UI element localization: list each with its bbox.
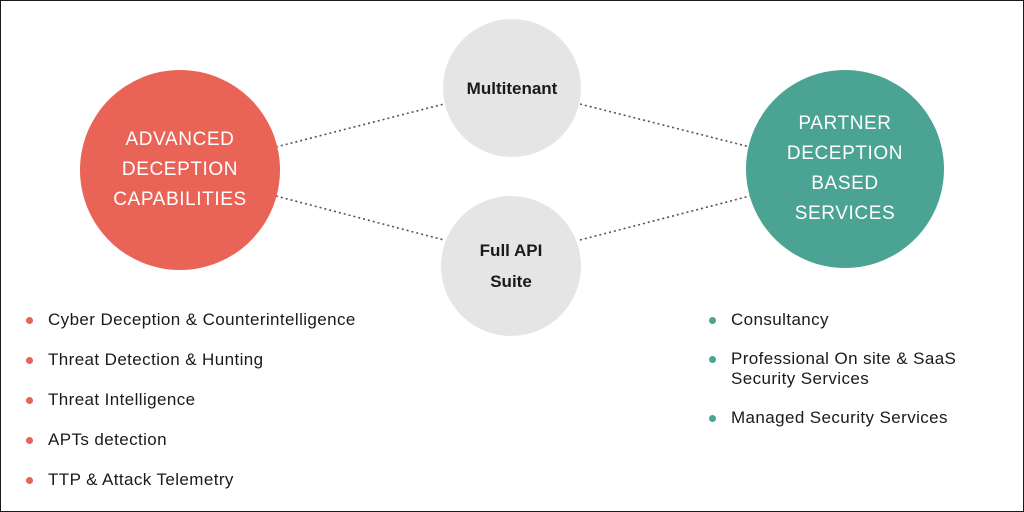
- bullet-dot: [709, 356, 716, 363]
- list-item: APTs detection: [26, 430, 356, 450]
- list-item-text: Managed Security Services: [731, 408, 948, 427]
- bullet-dot: [709, 317, 716, 324]
- capabilities-list: Cyber Deception & Counterintelligence Th…: [26, 310, 356, 510]
- list-item: Managed Security Services: [709, 408, 956, 428]
- list-item: Consultancy: [709, 310, 956, 330]
- list-item-text: Cyber Deception & Counterintelligence: [48, 310, 356, 329]
- bullet-dot: [26, 357, 33, 364]
- list-item: Professional On site & SaaS Security Ser…: [709, 349, 956, 389]
- connector-api-suite-to-right: [579, 195, 751, 241]
- advanced-deception-capabilities-label: ADVANCED DECEPTION CAPABILITIES: [113, 129, 247, 210]
- connector-left-to-multitenant: [275, 103, 445, 148]
- list-item-text: Professional On site & SaaS Security Ser…: [731, 349, 957, 388]
- advanced-deception-capabilities-node: ADVANCED DECEPTION CAPABILITIES: [80, 70, 280, 270]
- bullet-dot: [26, 437, 33, 444]
- multitenant-label: Multitenant: [466, 78, 558, 98]
- full-api-suite-node: Full API Suite: [441, 196, 581, 336]
- bullet-dot: [26, 477, 33, 484]
- partner-deception-based-services-node: PARTNER DECEPTION BASED SERVICES: [746, 70, 944, 268]
- list-item: Threat Intelligence: [26, 390, 356, 410]
- bullet-dot: [26, 397, 33, 404]
- list-item: TTP & Attack Telemetry: [26, 470, 356, 490]
- list-item-text: TTP & Attack Telemetry: [48, 470, 234, 489]
- multitenant-node: Multitenant: [443, 19, 581, 157]
- full-api-suite-label: Full API Suite: [479, 241, 543, 291]
- list-item-text: Threat Intelligence: [48, 390, 196, 409]
- bullet-dot: [26, 317, 33, 324]
- connector-left-to-api-suite: [275, 195, 445, 241]
- list-item: Threat Detection & Hunting: [26, 350, 356, 370]
- list-item-text: APTs detection: [48, 430, 167, 449]
- list-item-text: Threat Detection & Hunting: [48, 350, 264, 369]
- bullet-dot: [709, 415, 716, 422]
- connector-multitenant-to-right: [579, 103, 751, 148]
- services-list: Consultancy Professional On site & SaaS …: [709, 310, 956, 447]
- list-item-text: Consultancy: [731, 310, 829, 329]
- partner-deception-based-services-label: PARTNER DECEPTION BASED SERVICES: [786, 113, 904, 224]
- list-item: Cyber Deception & Counterintelligence: [26, 310, 356, 330]
